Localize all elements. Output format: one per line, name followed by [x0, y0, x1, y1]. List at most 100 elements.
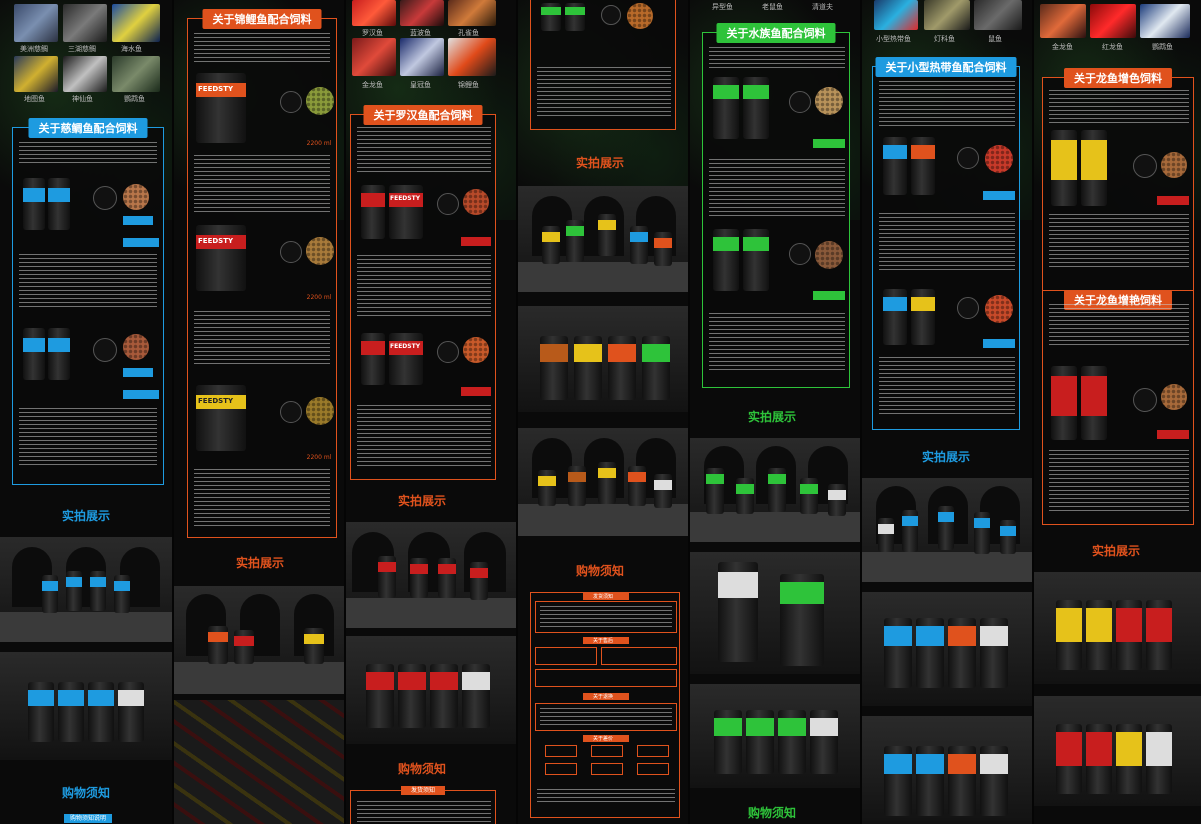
fish-thumb[interactable]: [874, 0, 918, 30]
description-text: [1049, 304, 1189, 346]
thumb-label: 海水鱼: [121, 45, 142, 53]
feed-info-panel: 关于小型热带鱼配合饲料: [872, 57, 1020, 430]
fish-thumb[interactable]: [14, 56, 58, 92]
weight-tag: 2200 ml: [306, 454, 332, 461]
thumb-label: 锦鲤鱼: [458, 81, 479, 89]
product-can[interactable]: [541, 3, 561, 31]
thumb-label: 异型鱼: [712, 3, 733, 11]
size-tag: [983, 339, 1015, 348]
product-photo: [690, 552, 860, 674]
fish-thumb[interactable]: [974, 0, 1022, 30]
product-can[interactable]: [713, 77, 739, 139]
fish-thumb[interactable]: [1040, 4, 1086, 38]
product-can[interactable]: FEEDSTY: [196, 73, 246, 143]
thumb-label: 蓝波鱼: [410, 29, 431, 37]
product-can[interactable]: [1081, 130, 1107, 206]
feed-info-panel: 关于锦鲤鱼配合饲料 FEEDSTY 2200 ml FEEDSTY 2200 m…: [187, 9, 337, 538]
product-can[interactable]: [565, 3, 585, 31]
fish-thumb[interactable]: [112, 56, 160, 92]
fish-thumb[interactable]: [63, 4, 107, 42]
fish-thumb[interactable]: [400, 38, 444, 76]
thumb-label: 皇冠鱼: [410, 81, 431, 89]
section-heading: 购物须知: [398, 762, 447, 776]
pellet-image: [815, 87, 843, 115]
fish-thumb[interactable]: [112, 4, 160, 42]
notice-text: [357, 801, 491, 824]
product-can[interactable]: [911, 137, 935, 195]
size-tag: [123, 238, 159, 247]
column-plecos: 异型鱼 老鼠鱼 清道夫 关于水族鱼配合饲料 实拍展示: [690, 0, 860, 824]
fish-thumb[interactable]: [14, 4, 58, 42]
product-can[interactable]: [1081, 366, 1107, 440]
pellet-image: [123, 184, 149, 210]
product-photo: [174, 586, 344, 694]
brand-label: FEEDSTY: [198, 85, 234, 93]
thumb-label: 孔雀鱼: [458, 29, 479, 37]
product-can[interactable]: [713, 229, 739, 291]
fish-thumb[interactable]: [63, 56, 107, 92]
product-can[interactable]: FEEDSTY: [196, 225, 246, 291]
fish-thumb[interactable]: [352, 0, 396, 26]
product-can[interactable]: [23, 178, 45, 230]
thumb-label: 罗汉鱼: [362, 29, 383, 37]
fish-icon: [601, 5, 621, 25]
column-arowana: 金龙鱼 红龙鱼 鹦鹉鱼 关于龙鱼增色饲料 关于龙鱼增艳饲料 实拍展示: [1034, 0, 1201, 824]
specs-text: [194, 469, 330, 529]
product-can[interactable]: [743, 77, 769, 139]
product-can[interactable]: [883, 289, 907, 345]
section-heading: 实拍展示: [576, 156, 625, 170]
notice-box: [637, 745, 669, 757]
product-can[interactable]: [883, 137, 907, 195]
product-photo: [1034, 572, 1201, 684]
product-can[interactable]: FEEDSTY: [389, 333, 423, 385]
product-can[interactable]: [48, 328, 70, 380]
specs-text: [19, 254, 157, 310]
fish-thumb[interactable]: [1090, 4, 1136, 38]
size-tag: [461, 237, 491, 246]
product-can[interactable]: FEEDSTY: [196, 385, 246, 451]
thumb-label: 神仙鱼: [72, 95, 93, 103]
fish-icon: [93, 338, 117, 362]
pellet-image: [463, 337, 489, 363]
product-can[interactable]: [48, 178, 70, 230]
product-can[interactable]: [1051, 130, 1077, 206]
product-photo: [0, 537, 172, 642]
pellet-image: [123, 334, 149, 360]
notice-box: [545, 745, 577, 757]
fish-thumb[interactable]: [400, 0, 444, 26]
fish-thumb[interactable]: [924, 0, 970, 30]
feed-info-panel: 关于水族鱼配合饲料: [702, 23, 850, 388]
fish-thumb[interactable]: [352, 38, 396, 76]
product-can[interactable]: [743, 229, 769, 291]
product-can[interactable]: [23, 328, 45, 380]
panel-title: 关于龙鱼增色饲料: [1064, 68, 1172, 88]
specs-text: [1049, 214, 1189, 268]
notice-text: [537, 789, 675, 803]
product-photo: [346, 636, 516, 744]
fish-thumb[interactable]: [1140, 4, 1190, 38]
fish-thumb[interactable]: [448, 0, 496, 26]
notice-box: [601, 647, 677, 665]
panel-title: 关于慈鲷鱼配合饲料: [28, 118, 148, 138]
specs-text: [357, 405, 491, 467]
brand-label: FEEDSTY: [390, 343, 421, 350]
fish-icon: [280, 91, 302, 113]
product-photo: [690, 438, 860, 542]
brand-label: FEEDSTY: [198, 397, 234, 405]
notice-section-head: 发货须知: [583, 593, 629, 600]
notice-badge: 购物须知说明: [64, 814, 112, 823]
product-can[interactable]: FEEDSTY: [389, 185, 423, 239]
product-can[interactable]: [911, 289, 935, 345]
specs-text: [879, 213, 1015, 271]
fish-thumb[interactable]: [448, 38, 496, 76]
section-heading: 实拍展示: [922, 450, 971, 464]
product-can[interactable]: [1051, 366, 1077, 440]
product-can[interactable]: [361, 185, 385, 239]
product-can[interactable]: [361, 333, 385, 385]
notice-box: [591, 763, 623, 775]
section-heading: 实拍展示: [62, 509, 111, 523]
feed-info-panel: [530, 0, 676, 130]
notice-panel: 发货须知: [350, 786, 496, 824]
fish-icon: [437, 193, 459, 215]
fish-icon: [1133, 388, 1157, 412]
